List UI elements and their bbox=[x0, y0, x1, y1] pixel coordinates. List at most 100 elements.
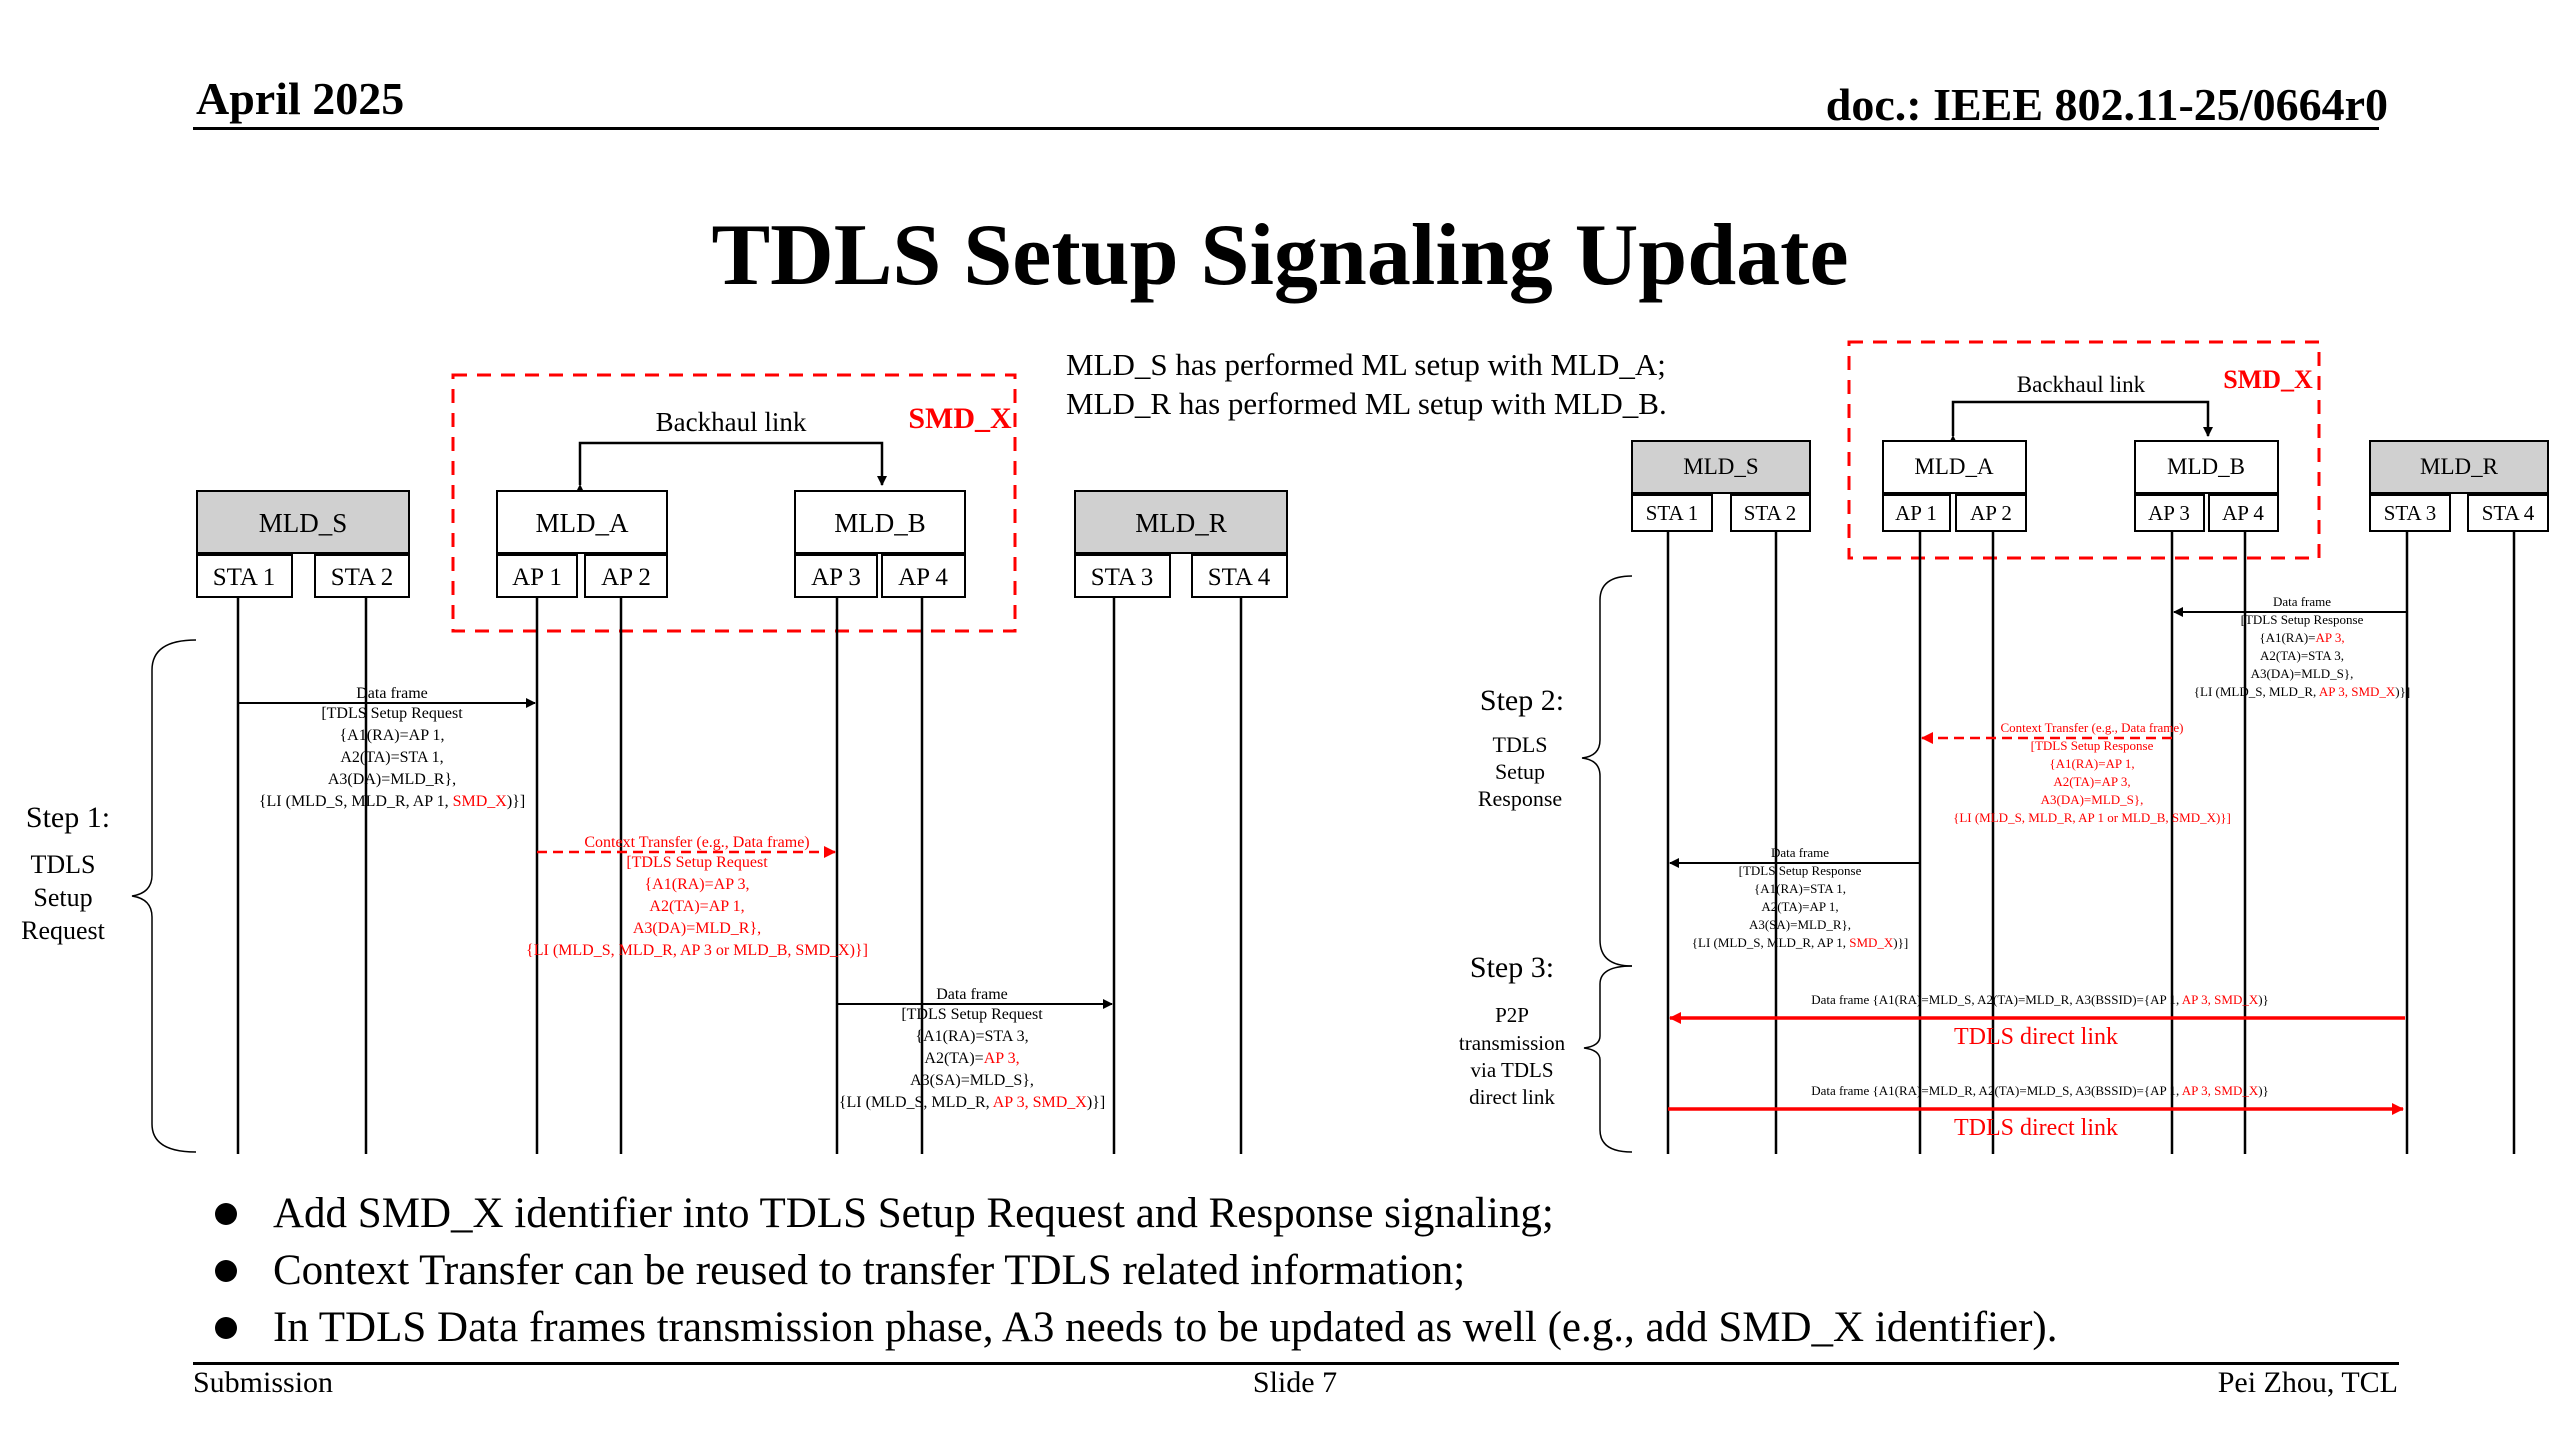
right-sta3-box bbox=[2369, 494, 2451, 532]
right-sta4-box bbox=[2467, 494, 2549, 532]
left-ap3-box bbox=[794, 554, 878, 598]
left-msg3-line2: [TDLS Setup Request bbox=[901, 1006, 1043, 1023]
right-lifelines bbox=[1666, 531, 2516, 1154]
right-step2-brace bbox=[1581, 575, 1633, 967]
right-mld-a-box bbox=[1882, 440, 2027, 494]
right-msg1-line5: A3(DA)=MLD_S}, bbox=[2251, 666, 2354, 681]
left-ap1-box bbox=[496, 554, 578, 598]
right-mld-r-label: MLD_R bbox=[2420, 454, 2499, 479]
right-msg1-a1-black: {A1(RA)= bbox=[2259, 630, 2315, 645]
right-sta1-label: STA 1 bbox=[1646, 501, 1699, 525]
right-msg3-line5: A3(SA)=MLD_R}, bbox=[1749, 917, 1851, 932]
left-step1-label: Step 1: bbox=[26, 801, 110, 834]
footer-slide-number: Slide 7 bbox=[1252, 1366, 1338, 1399]
left-msg1-line6: {LI (MLD_S, MLD_R, AP 1, SMD_X)}] bbox=[259, 793, 525, 810]
right-msg2-line6: {LI (MLD_S, MLD_R, AP 1 or MLD_B, SMD_X)… bbox=[1953, 810, 2231, 825]
bullet-text: Context Transfer can be reused to transf… bbox=[273, 1247, 1466, 1294]
left-msg3-line1: Data frame bbox=[936, 986, 1008, 1003]
bullet-item: Context Transfer can be reused to transf… bbox=[215, 1242, 2058, 1299]
left-msg2-line6: {LI (MLD_S, MLD_R, AP 3 or MLD_B, SMD_X)… bbox=[526, 942, 868, 959]
left-msg1-text: Data frame [TDLS Setup Request {A1(RA)=A… bbox=[259, 685, 525, 810]
right-msg3-li-black: {LI (MLD_S, MLD_R, AP 1, bbox=[1692, 935, 1849, 950]
bullet-text: Add SMD_X identifier into TDLS Setup Req… bbox=[273, 1190, 1554, 1237]
right-msg1-li-red: AP 3, SMD_X bbox=[2319, 684, 2396, 699]
right-ap1-box bbox=[1882, 494, 1951, 532]
right-step2-desc-2: Setup bbox=[1495, 759, 1545, 784]
right-sta2-box bbox=[1730, 494, 1811, 532]
right-msg1-a1-red: AP 3, bbox=[2316, 630, 2345, 645]
right-step3-desc-2: transmission bbox=[1459, 1031, 1566, 1055]
left-msg3-line6: {LI (MLD_S, MLD_R, AP 3, SMD_X)}] bbox=[839, 1094, 1105, 1111]
right-mld-a-label: MLD_A bbox=[1914, 454, 1994, 479]
left-step1-desc-1: TDLS bbox=[31, 850, 96, 879]
left-ap4-box bbox=[881, 554, 966, 598]
ml-setup-note-line1: MLD_S has performed ML setup with MLD_A; bbox=[1066, 347, 1666, 382]
right-msg3-line4: A2(TA)=AP 1, bbox=[1761, 899, 1838, 914]
footer-submission: Submission bbox=[193, 1366, 334, 1399]
left-msg1-line1: Data frame bbox=[356, 685, 428, 702]
left-msg2-line1: Context Transfer (e.g., Data frame) bbox=[584, 834, 809, 851]
slide-title: TDLS Setup Signaling Update bbox=[711, 207, 1849, 304]
left-ap3-label: AP 3 bbox=[811, 564, 861, 591]
left-backhaul-link bbox=[575, 441, 887, 494]
left-msg1-li-red: SMD_X bbox=[453, 793, 508, 810]
right-msg2-line5: A3(DA)=MLD_S}, bbox=[2041, 792, 2144, 807]
right-msg1-line3: {A1(RA)=AP 3, bbox=[2259, 630, 2344, 645]
left-msg3-a2-black: A2(TA)= bbox=[924, 1050, 983, 1067]
left-step1-brace bbox=[131, 639, 197, 1153]
bullet-dot-icon bbox=[215, 1316, 237, 1339]
right-data1-red: AP 3, SMD_X bbox=[2182, 992, 2259, 1007]
header-rule bbox=[193, 127, 2379, 130]
right-ap2-box bbox=[1955, 494, 2027, 532]
right-direct-link-1: TDLS direct link bbox=[1954, 1024, 2118, 1050]
right-step2-desc-3: Response bbox=[1478, 786, 1562, 811]
left-backhaul-label: Backhaul link bbox=[656, 407, 807, 437]
right-data2-text: Data frame {A1(RA)=MLD_R, A2(TA)=MLD_S, … bbox=[1811, 1083, 2269, 1098]
header-doc-id: doc.: IEEE 802.11-25/0664r0 bbox=[1825, 79, 2388, 130]
right-smd-x-region bbox=[1847, 340, 2321, 560]
right-ap3-box bbox=[2134, 494, 2205, 532]
left-msg1-line2: [TDLS Setup Request bbox=[321, 705, 463, 722]
left-msg3-li-black: {LI (MLD_S, MLD_R, bbox=[839, 1094, 993, 1111]
right-mld-b-box bbox=[2134, 440, 2279, 494]
right-step3-label: Step 3: bbox=[1470, 951, 1554, 984]
right-data1-tail: )} bbox=[2258, 992, 2269, 1007]
right-ap3-label: AP 3 bbox=[2148, 501, 2190, 525]
right-backhaul-label: Backhaul link bbox=[2017, 372, 2146, 397]
ml-setup-note-line2: MLD_R has performed ML setup with MLD_B. bbox=[1066, 386, 1667, 421]
left-ap4-label: AP 4 bbox=[898, 564, 948, 591]
right-msg1-text: Data frame [TDLS Setup Response {A1(RA)=… bbox=[2194, 594, 2410, 699]
left-mld-b-box bbox=[794, 490, 966, 554]
right-ap4-box bbox=[2208, 494, 2279, 532]
right-msg3-li-red: SMD_X bbox=[1849, 935, 1894, 950]
right-msg2-line4: A2(TA)=AP 3, bbox=[2053, 774, 2130, 789]
right-data2-red: AP 3, SMD_X bbox=[2182, 1083, 2259, 1098]
right-step2-label: Step 2: bbox=[1480, 684, 1564, 717]
right-msg3-line6: {LI (MLD_S, MLD_R, AP 1, SMD_X)}] bbox=[1692, 935, 1908, 950]
footer-rule bbox=[193, 1362, 2399, 1365]
left-mld-s-label: MLD_S bbox=[259, 508, 348, 538]
right-mld-s-box bbox=[1631, 440, 1811, 494]
right-msg1-line6: {LI (MLD_S, MLD_R, AP 3, SMD_X)}] bbox=[2194, 684, 2410, 699]
right-smd-x-label: SMD_X bbox=[2223, 365, 2313, 394]
left-msg3-li-red: AP 3, SMD_X bbox=[993, 1094, 1088, 1111]
left-msg2-line4: A2(TA)=AP 1, bbox=[649, 898, 744, 915]
right-msg3-li-tail: )}] bbox=[1893, 935, 1908, 950]
right-step2-desc-1: TDLS bbox=[1493, 732, 1548, 757]
left-msg2-text: Context Transfer (e.g., Data frame) [TDL… bbox=[526, 834, 868, 959]
left-sta4-box bbox=[1191, 554, 1288, 598]
right-direct-link-2: TDLS direct link bbox=[1954, 1115, 2118, 1141]
right-step3-desc-4: direct link bbox=[1469, 1085, 1555, 1109]
right-data2-black: Data frame {A1(RA)=MLD_R, A2(TA)=MLD_S, … bbox=[1811, 1083, 2182, 1098]
left-msg3-line5: A3(SA)=MLD_S}, bbox=[910, 1072, 1034, 1089]
right-sta2-label: STA 2 bbox=[1744, 501, 1797, 525]
left-msg3-line3: {A1(RA)=STA 3, bbox=[915, 1028, 1028, 1045]
left-sta3-box bbox=[1074, 554, 1171, 598]
right-step3-desc-3: via TDLS bbox=[1470, 1058, 1553, 1082]
left-ap2-box bbox=[584, 554, 668, 598]
left-msg1-li-black: {LI (MLD_S, MLD_R, AP 1, bbox=[259, 793, 453, 810]
left-sta2-label: STA 2 bbox=[331, 564, 394, 591]
right-msg1-line2: [TDLS Setup Response bbox=[2241, 612, 2364, 627]
right-msg1-li-black: {LI (MLD_S, MLD_R, bbox=[2194, 684, 2319, 699]
right-msg3-line3: {A1(RA)=STA 1, bbox=[1754, 881, 1846, 896]
